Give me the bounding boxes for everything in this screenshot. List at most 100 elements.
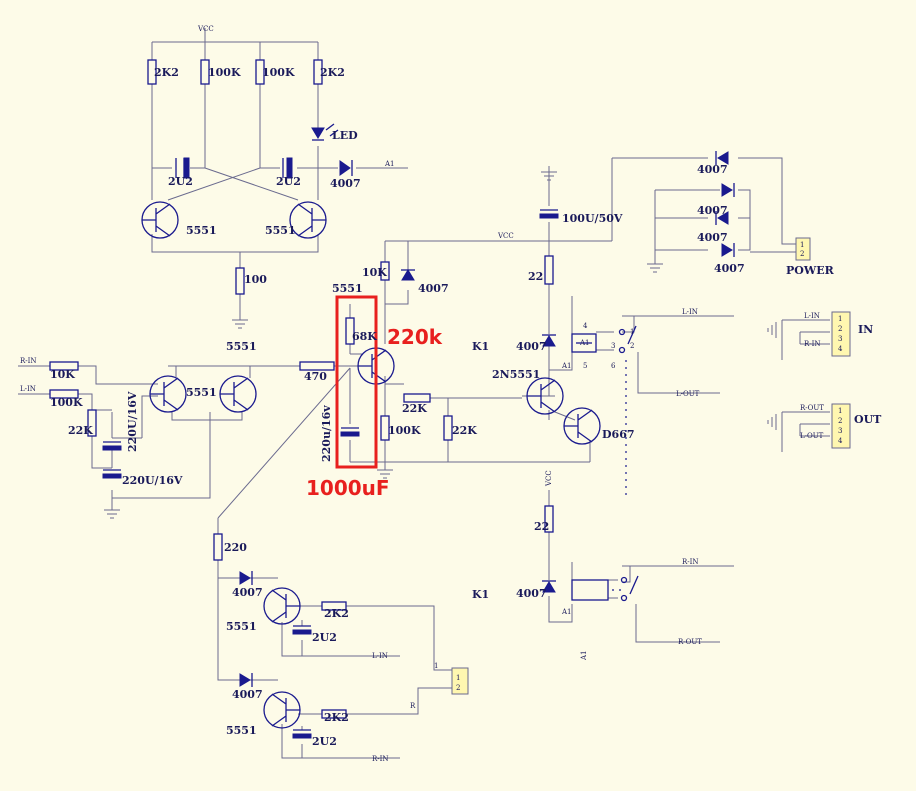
in-pin1: 1 bbox=[838, 315, 842, 323]
out-pin1: 1 bbox=[838, 407, 842, 415]
diodes bbox=[239, 123, 735, 687]
transistor-q6 bbox=[526, 377, 564, 415]
q34-label: 5551 bbox=[186, 386, 217, 399]
stage-5551-label: 5551 bbox=[226, 340, 257, 353]
r16-label: 22 bbox=[534, 520, 549, 533]
in-label: IN bbox=[858, 323, 873, 336]
r13-label: 100K bbox=[388, 424, 421, 437]
r6-label: 10K bbox=[50, 368, 75, 381]
transistor-q2 bbox=[289, 201, 327, 239]
q6-label: 2N5551 bbox=[492, 368, 540, 381]
r9-label: 470 bbox=[304, 370, 327, 383]
q5-label: 5551 bbox=[332, 282, 363, 295]
r19-label: 2K2 bbox=[324, 711, 349, 724]
in-r-in: R-IN bbox=[804, 340, 821, 348]
relay-connector bbox=[451, 667, 469, 695]
pin2-label: 2 bbox=[630, 342, 634, 350]
in-pin2: 2 bbox=[838, 325, 842, 333]
power-label: POWER bbox=[786, 264, 835, 277]
vcc-label-mid: VCC bbox=[497, 232, 514, 240]
d6-label: 4007 bbox=[697, 231, 728, 244]
pin4-label: 4 bbox=[583, 322, 588, 330]
d2-label: 4007 bbox=[418, 282, 449, 295]
relay1-a1-b: A1 bbox=[561, 362, 572, 370]
text-labels: VCC 2K2 100K 100K 2K2 LED A1 2U2 2U2 400… bbox=[20, 25, 882, 763]
transistor-q4 bbox=[219, 375, 257, 413]
c8-label: 2U2 bbox=[312, 735, 337, 748]
r18-label: 2K2 bbox=[324, 607, 349, 620]
l-in-label-relay: L-IN bbox=[682, 308, 698, 316]
in-connector bbox=[831, 311, 851, 357]
k1-label-bottom: K1 bbox=[472, 588, 489, 601]
d9-label: 4007 bbox=[232, 586, 263, 599]
r7-label: 100K bbox=[50, 396, 83, 409]
q2-label: 5551 bbox=[265, 224, 296, 237]
d1-label: 4007 bbox=[330, 177, 361, 190]
transistor-q3 bbox=[149, 375, 187, 413]
r2-label: 100K bbox=[208, 66, 241, 79]
c7-label: 2U2 bbox=[312, 631, 337, 644]
a1-label-top: A1 bbox=[384, 160, 395, 168]
annotation-220k: 220k bbox=[387, 325, 443, 349]
in-l-in: L-IN bbox=[804, 312, 820, 320]
k1-label-top: K1 bbox=[472, 340, 489, 353]
power-pin1: 1 bbox=[800, 241, 804, 249]
r8-label: 22K bbox=[68, 424, 93, 437]
r10-label: 10K bbox=[362, 266, 387, 279]
r1-label: 2K2 bbox=[154, 66, 179, 79]
power-pin2: 2 bbox=[800, 250, 804, 258]
pin5-label: 5 bbox=[583, 362, 587, 370]
l-in-label-prot: L-IN bbox=[372, 652, 388, 660]
vcc-label-top: VCC bbox=[197, 25, 214, 33]
relay-conn-pin2: 2 bbox=[456, 684, 460, 692]
out-label: OUT bbox=[854, 413, 882, 426]
in-pin3: 3 bbox=[838, 335, 842, 343]
highlight-box bbox=[335, 295, 378, 469]
ground-symbols bbox=[104, 166, 777, 519]
r5-label: 100 bbox=[244, 273, 267, 286]
annotation-1000uf: 1000uF bbox=[306, 476, 390, 500]
d8-label: 4007 bbox=[516, 587, 547, 600]
r14-label: 22K bbox=[452, 424, 477, 437]
c6-label: 100U/50V bbox=[562, 212, 623, 225]
pin1-label: 1 bbox=[630, 328, 634, 336]
r4-label: 2K2 bbox=[320, 66, 345, 79]
prot-pin-label: 1 bbox=[434, 662, 438, 670]
r-label-prot: R bbox=[410, 702, 416, 710]
r12-label: 22K bbox=[402, 402, 427, 415]
wires bbox=[18, 28, 830, 759]
pin3-label: 3 bbox=[611, 342, 615, 350]
transistor-q1 bbox=[141, 201, 179, 239]
r11-label: 68K bbox=[352, 330, 377, 343]
relays bbox=[571, 325, 639, 602]
d3-label: 4007 bbox=[516, 340, 547, 353]
transistor-q9 bbox=[263, 691, 301, 729]
out-pin2: 2 bbox=[838, 417, 842, 425]
r-in-label-prot: R-IN bbox=[372, 755, 389, 763]
d4-label: 4007 bbox=[697, 163, 728, 176]
transistor-q7 bbox=[563, 407, 601, 445]
q8-label: 5551 bbox=[226, 620, 257, 633]
out-r-out: R-OUT bbox=[800, 404, 824, 412]
relay2-a1-b: A1 bbox=[580, 650, 588, 661]
r15-label: 22 bbox=[528, 270, 543, 283]
out-connector bbox=[831, 403, 851, 449]
c2-label: 2U2 bbox=[276, 175, 301, 188]
r-out-label-relay: R-OUT bbox=[678, 638, 702, 646]
capacitors bbox=[102, 157, 559, 739]
q1-label: 5551 bbox=[186, 224, 217, 237]
d10-label: 4007 bbox=[232, 688, 263, 701]
led-label: LED bbox=[332, 129, 358, 142]
in-pin4: 4 bbox=[838, 345, 843, 353]
d5-label: 4007 bbox=[697, 204, 728, 217]
q7-label: D667 bbox=[602, 428, 635, 441]
relay1-a1: A1 bbox=[579, 339, 590, 347]
q9-label: 5551 bbox=[226, 724, 257, 737]
connectors bbox=[451, 237, 851, 695]
r3-label: 100K bbox=[262, 66, 295, 79]
d7-label: 4007 bbox=[714, 262, 745, 275]
c1-label: 2U2 bbox=[168, 175, 193, 188]
r-in-label-relay: R-IN bbox=[682, 558, 699, 566]
c4-label: 220U/16V bbox=[126, 391, 139, 452]
